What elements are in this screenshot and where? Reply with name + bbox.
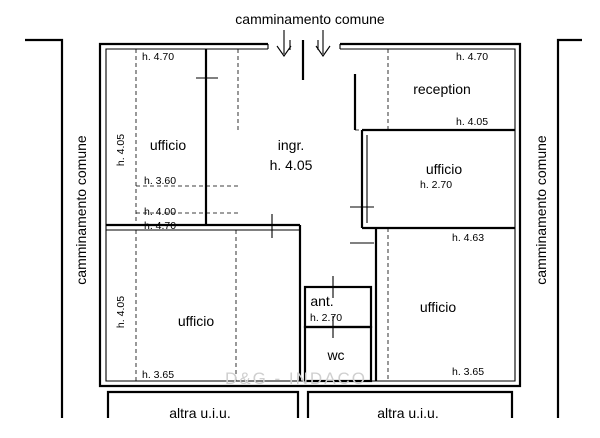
right-corridor-wall xyxy=(556,38,582,418)
height-label: h. 4.70 xyxy=(144,220,176,232)
neighbor-unit-right xyxy=(306,390,514,418)
room-name: wc xyxy=(326,347,344,363)
height-label: h. 3.60 xyxy=(144,175,176,187)
entry-arrow-left-icon xyxy=(276,30,292,57)
height-label: h. 4.70 xyxy=(456,51,488,63)
height-label: h. 2.70 xyxy=(310,312,342,324)
bottom-right-neighbor-label: altra u.i.u. xyxy=(377,405,438,421)
height-label: h. 4.05 xyxy=(115,134,127,166)
room-name: ingr. xyxy=(278,137,304,153)
room-name: reception xyxy=(413,81,471,97)
building-outer-wall xyxy=(98,42,522,388)
height-label: h. 4.05 xyxy=(456,116,488,128)
entry-arrow-right-icon xyxy=(315,30,331,57)
room-name: ufficio xyxy=(150,137,187,153)
top-corridor-label: camminamento comune xyxy=(235,11,385,27)
height-label: h. 4.00 xyxy=(144,206,176,218)
neighbor-unit-left xyxy=(106,390,300,418)
watermark: D&G - INDACO xyxy=(225,369,367,388)
height-label: h. 4.63 xyxy=(452,232,484,244)
wc-block xyxy=(303,325,373,383)
height-label: h. 2.70 xyxy=(420,179,452,191)
left-corridor-label: camminamento comune xyxy=(73,135,89,285)
bottom-left-neighbor-label: altra u.i.u. xyxy=(169,405,230,421)
room-name: ufficio xyxy=(178,313,215,329)
room-name: ufficio xyxy=(426,161,463,177)
height-label: h. 3.65 xyxy=(142,369,174,381)
height-label: h. 4.05 xyxy=(115,296,127,328)
height-label: h. 4.70 xyxy=(142,51,174,63)
right-corridor-label: camminamento comune xyxy=(533,135,549,285)
height-label: h. 3.65 xyxy=(452,366,484,378)
height-label: h. 4.05 xyxy=(270,157,313,173)
room-name: ufficio xyxy=(420,299,457,315)
left-corridor-wall xyxy=(25,38,64,418)
room-name: ant. xyxy=(310,293,333,309)
